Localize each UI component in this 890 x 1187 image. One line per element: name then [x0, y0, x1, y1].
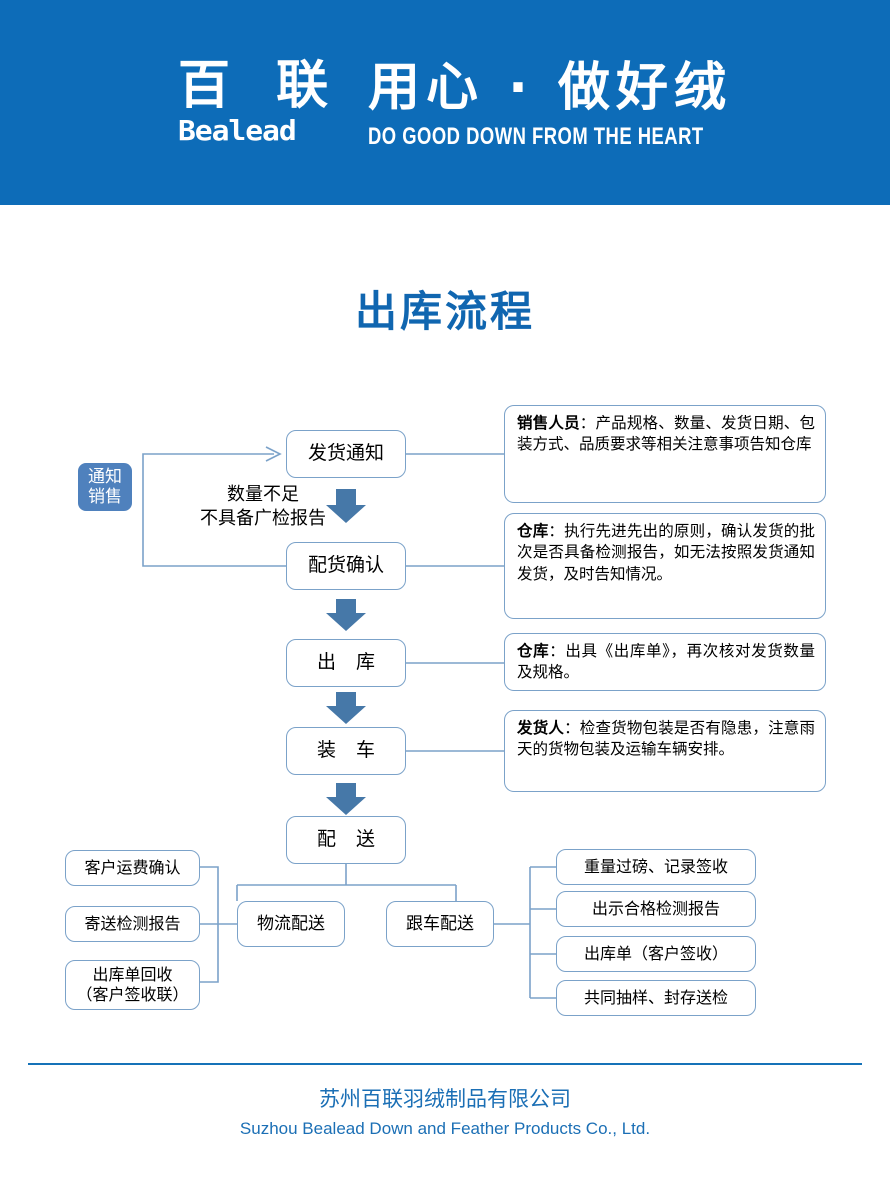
flow-node-distribution[interactable]: 配 送	[286, 816, 406, 864]
flow-node-outbound[interactable]: 出 库	[286, 639, 406, 687]
flow-leaf-outbound-form-recovery[interactable]: 出库单回收 （客户签收联）	[65, 960, 200, 1010]
notify-sales-badge[interactable]: 通知 销售	[78, 463, 132, 511]
flow-node-escort-delivery[interactable]: 跟车配送	[386, 901, 494, 947]
flow-leaf-send-test-report[interactable]: 寄送检测报告	[65, 906, 200, 942]
down-arrow-group	[326, 489, 366, 815]
note-role-label: 仓库	[517, 642, 550, 660]
loop-arrowhead	[265, 446, 282, 462]
feedback-condition-label: 数量不足 不具备广检报告	[200, 484, 326, 530]
flow-node-shipping-notice[interactable]: 发货通知	[286, 430, 406, 478]
tagline-chinese: 用心 · 做好绒	[368, 58, 732, 118]
company-logo: 百 联 Bealead	[178, 58, 358, 156]
footer-divider	[28, 1063, 862, 1065]
note-separator: ：	[548, 522, 565, 540]
note-shipper: 发货人：检查货物包装是否有隐患，注意雨天的货物包装及运输车辆安排。	[504, 710, 826, 792]
logo-english-text: Bealead	[178, 114, 297, 147]
flow-leaf-show-qualified-report[interactable]: 出示合格检测报告	[556, 891, 756, 927]
note-sales-staff: 销售人员：产品规格、数量、发货日期、包装方式、品质要求等相关注意事项告知仓库	[504, 405, 826, 503]
note-body: 出具《出库单》，再次核对发货数量及规格。	[517, 642, 815, 682]
tagline-english: DO GOOD DOWN FROM THE HEART	[368, 124, 704, 151]
tagline: 用心 · 做好绒 DO GOOD DOWN FROM THE HEART	[368, 58, 732, 150]
note-role-label: 仓库	[517, 522, 549, 540]
flow-leaf-outbound-form-signed[interactable]: 出库单（客户签收）	[556, 936, 756, 972]
note-warehouse-fifo: 仓库：执行先进先出的原则，确认发货的批次是否具备检测报告，如无法按照发货通知发货…	[504, 513, 826, 619]
note-role-label: 发货人	[517, 719, 565, 737]
note-body: 检查货物包装是否有隐患，注意雨天的货物包装及运输车辆安排。	[517, 719, 815, 759]
flow-node-allocation-confirm[interactable]: 配货确认	[286, 542, 406, 590]
flow-node-logistics-delivery[interactable]: 物流配送	[237, 901, 345, 947]
footer-company-cn: 苏州百联羽绒制品有限公司	[319, 1087, 571, 1111]
note-separator: ：	[579, 414, 596, 432]
flow-leaf-customer-freight-confirm[interactable]: 客户运费确认	[65, 850, 200, 886]
logo-chinese-text: 百 联	[178, 56, 343, 116]
note-body: 执行先进先出的原则，确认发货的批次是否具备检测报告，如无法按照发货通知发货，及时…	[517, 522, 815, 583]
note-role-label: 销售人员	[517, 414, 580, 432]
note-separator: ：	[549, 642, 566, 660]
note-warehouse-outbound-form: 仓库：出具《出库单》，再次核对发货数量及规格。	[504, 633, 826, 691]
page-title: 出库流程	[354, 287, 535, 336]
page-footer: 苏州百联羽绒制品有限公司 Suzhou Bealead Down and Fea…	[0, 1085, 890, 1142]
footer-company-en: Suzhou Bealead Down and Feather Products…	[239, 1119, 651, 1138]
flow-leaf-weighing-record[interactable]: 重量过磅、记录签收	[556, 849, 756, 885]
note-separator: ：	[564, 719, 580, 737]
flow-leaf-joint-sampling[interactable]: 共同抽样、封存送检	[556, 980, 756, 1016]
page-header: 百 联 Bealead 用心 · 做好绒 DO GOOD DOWN FROM T…	[0, 0, 890, 205]
note-body: 产品规格、数量、发货日期、包装方式、品质要求等相关注意事项告知仓库	[517, 414, 815, 454]
flow-node-loading[interactable]: 装 车	[286, 727, 406, 775]
